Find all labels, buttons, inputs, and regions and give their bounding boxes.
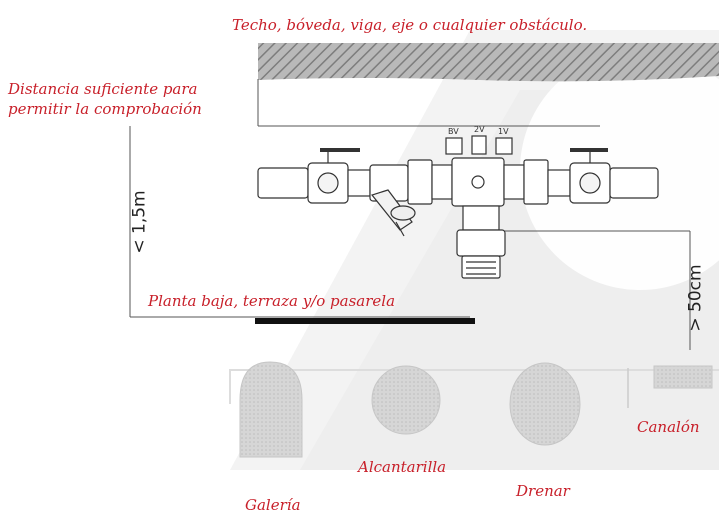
ceiling-slab: [258, 43, 719, 82]
clearance-label-line2: permitir la comprobación: [8, 100, 202, 118]
min-height-dimension: [470, 230, 691, 350]
clearance-dimension: [257, 79, 600, 127]
clearance-label-line1: Distancia suficiente para: [8, 80, 198, 98]
max-height-label: < 1,5m: [129, 190, 150, 254]
gallery-label: Galería: [245, 496, 301, 514]
max-height-dimension: [129, 126, 470, 318]
gauge-label-3: 1V: [498, 127, 509, 136]
floor-bar: [255, 318, 475, 324]
drain-shape: [509, 362, 581, 446]
min-height-label: > 50cm: [685, 264, 706, 332]
gallery-shape: [239, 361, 303, 458]
sewer-label: Alcantarilla: [358, 458, 447, 476]
gutter-label: Canalón: [637, 418, 700, 436]
drain-label: Drenar: [516, 482, 570, 500]
ceiling-label: Techo, bóveda, viga, eje o cualquier obs…: [232, 16, 588, 34]
sewer-shape: [371, 365, 441, 435]
gauge-label-2: 2V: [474, 125, 485, 134]
gauge-label-1: BV: [448, 127, 459, 136]
floor-label: Planta baja, terraza y/o pasarela: [148, 292, 396, 310]
gutter-shape: [653, 365, 713, 389]
backflow-preventer-assembly: [257, 135, 659, 279]
